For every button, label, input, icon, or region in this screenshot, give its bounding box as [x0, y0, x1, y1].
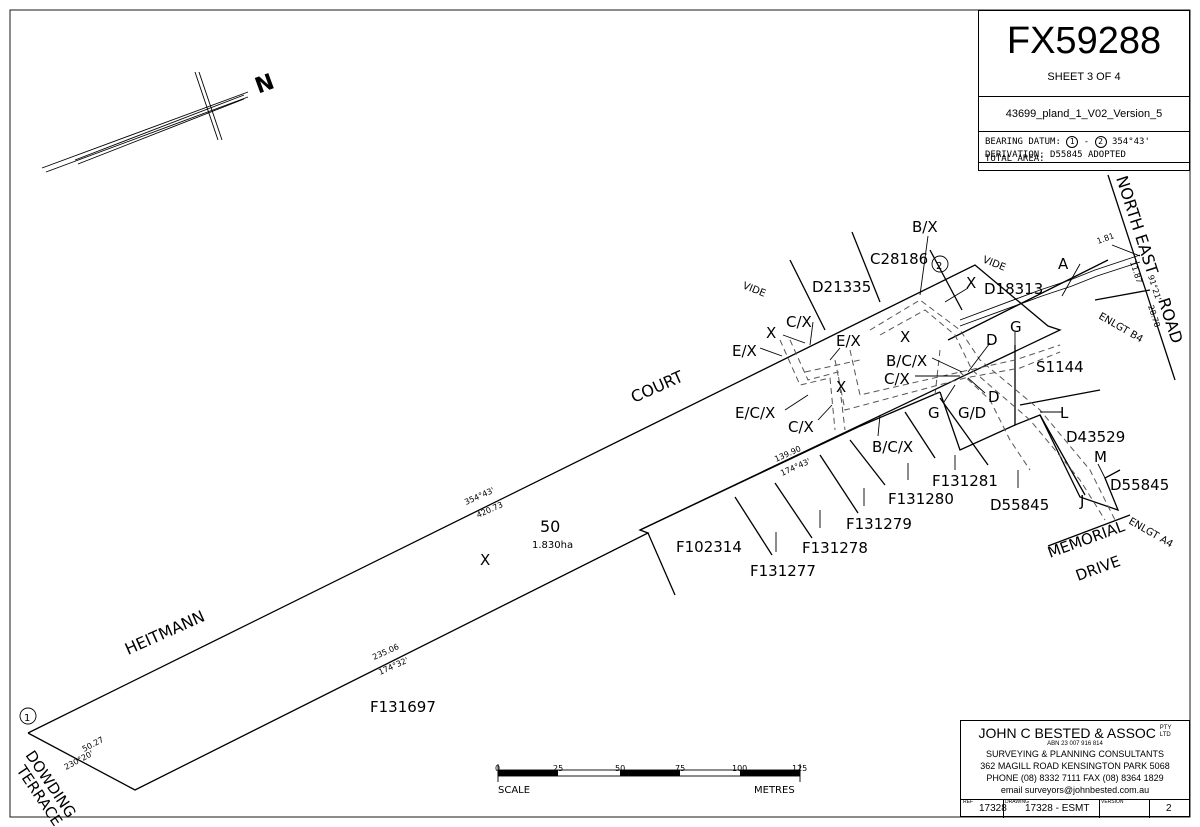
version-value: 2 [1166, 803, 1172, 814]
scale-units-label: METRES [754, 785, 795, 796]
parcel-f131281: F131281 [932, 472, 998, 490]
title-block: FX59288 SHEET 3 OF 4 43699_pland_1_V02_V… [978, 10, 1190, 171]
label-x-2: X [900, 328, 910, 346]
label-g-2: G [928, 404, 940, 422]
svg-text:1: 1 [24, 713, 30, 724]
allotment-50-boundary [27, 264, 1062, 791]
parcel-f131277: F131277 [750, 562, 816, 580]
sheet-border [9, 9, 1191, 818]
label-d-2: D [988, 388, 1000, 406]
label-bx: B/X [912, 218, 938, 236]
scale-tick-125: 125 [792, 764, 807, 773]
surveyor-line-3: PHONE (08) 8332 7111 FAX (08) 8364 1829 [986, 773, 1164, 783]
surveyor-line-1: SURVEYING & PLANNING CONSULTANTS [985, 749, 1165, 759]
parcel-f131278: F131278 [802, 539, 868, 557]
lot-ticks [734, 397, 989, 556]
parcel-f131279: F131279 [846, 515, 912, 533]
parcel-f102314: F102314 [676, 538, 742, 556]
label-l: L [1060, 404, 1069, 422]
label-d-1: D [986, 331, 998, 349]
scale-bar: 0 25 50 75 100 125 SCALE METRES [495, 764, 807, 796]
label-gd: G/D [958, 404, 986, 422]
scale-label: SCALE [498, 785, 530, 796]
parcel-f131697: F131697 [370, 698, 436, 716]
dim-south-bearing: 174°32' [377, 656, 410, 677]
dim-west-bearing: 230°20' [63, 749, 95, 772]
abn: ABN 23 007 916 814 [1047, 741, 1103, 747]
label-ex-2: E/X [836, 332, 861, 350]
allotment-mark: X [480, 551, 490, 569]
label-j: J [1079, 492, 1084, 510]
svg-text:2: 2 [936, 261, 942, 272]
scale-tick-0: 0 [495, 764, 500, 773]
reference-row: REF 17328 DRAWING 17328 - ESMT VERSION 2 [961, 799, 1189, 818]
parcel-d18313: D18313 [984, 280, 1043, 298]
scale-tick-50: 50 [615, 764, 625, 773]
label-ecx: E/C/X [735, 404, 775, 422]
enlgt-a4: ENLGT A4 [1127, 516, 1175, 550]
label-x-1: X [966, 274, 976, 292]
dim-west-distance: 50.27 [81, 735, 105, 754]
label-ex-1: E/X [732, 342, 757, 360]
scale-tick-75: 75 [675, 764, 685, 773]
derivation: DERIVATION: D55845 ADOPTED [985, 150, 1126, 160]
sheet-number: SHEET 3 OF 4 [1047, 71, 1121, 83]
label-m: M [1094, 448, 1107, 466]
ref-value: 17328 [979, 803, 1007, 814]
label-cx-3: C/X [884, 370, 910, 388]
label-cx-2: C/X [788, 418, 814, 436]
station-2: 2 [931, 255, 949, 273]
drawing-value: 17328 - ESMT [1025, 803, 1090, 814]
parcel-boundaries [647, 174, 1176, 596]
label-vide-1: VIDE [741, 281, 767, 300]
label-x-3: X [766, 324, 776, 342]
parcel-d43529: D43529 [1066, 428, 1125, 446]
plan-number: FX59288 [1006, 20, 1162, 62]
road-drive: DRIVE [1073, 552, 1123, 585]
allotment-number: 50 [540, 517, 560, 536]
label-a: A [1058, 255, 1069, 273]
label-x-4: X [836, 378, 846, 396]
surveyor-line-2: 362 MAGILL ROAD KENSINGTON PARK 5068 [980, 761, 1170, 771]
surveyor-block: JOHN C BESTED & ASSOC PTY LTD ABN 23 007… [960, 720, 1190, 818]
version-label: VERSION [1101, 799, 1124, 805]
label-vide-2: VIDE [981, 255, 1007, 274]
station-1: 1 [19, 707, 37, 725]
label-cx-1: C/X [786, 313, 812, 331]
surveyor-email: email surveyors@johnbested.com.au [1000, 785, 1150, 795]
datum-station-1: 1 [1066, 136, 1079, 148]
surveyor-details: JOHN C BESTED & ASSOC PTY LTD ABN 23 007… [961, 721, 1189, 800]
datum-cell: BEARING DATUM: 1 - 2 354°43' DERIVATION:… [979, 132, 1189, 163]
firm-name: JOHN C BESTED & ASSOC PTY LTD [978, 725, 1172, 741]
plan-number-cell: FX59288 SHEET 3 OF 4 [979, 11, 1189, 97]
allotment-area: 1.830ha [532, 540, 573, 551]
label-g-1: G [1010, 318, 1022, 336]
total-area: TOTAL AREA: [985, 154, 1045, 164]
bearing-datum: BEARING DATUM: 1 - 2 354°43' [985, 136, 1150, 148]
enlgt-b4: ENLGT B4 [1097, 311, 1145, 345]
parcel-c28186: C28186 [870, 250, 928, 268]
file-name: 43699_pland_1_V02_Version_5 [1005, 108, 1163, 120]
leader-lines [759, 235, 1141, 552]
scale-tick-100: 100 [732, 764, 747, 773]
dim-ne-d1: 1.81 [1096, 231, 1116, 246]
scale-tick-25: 25 [553, 764, 563, 773]
dim-north-distance: 420.73 [475, 500, 504, 520]
label-bcx-2: B/C/X [872, 438, 913, 456]
file-name-cell: 43699_pland_1_V02_Version_5 [979, 97, 1189, 132]
total-area-cell [979, 163, 1189, 172]
datum-station-2: 2 [1094, 136, 1107, 148]
north-label: N [252, 70, 278, 100]
north-arrow-icon: N [41, 70, 278, 173]
parcel-f131280: F131280 [888, 490, 954, 508]
parcel-d55845-a: D55845 [1110, 476, 1169, 494]
parcel-d55845-b: D55845 [990, 496, 1049, 514]
parcel-s1144: S1144 [1036, 358, 1084, 376]
label-bcx-1: B/C/X [886, 352, 927, 370]
easement-dashed-lines [779, 299, 1116, 521]
parcel-d21335: D21335 [812, 278, 871, 296]
road-court: COURT [628, 367, 686, 407]
